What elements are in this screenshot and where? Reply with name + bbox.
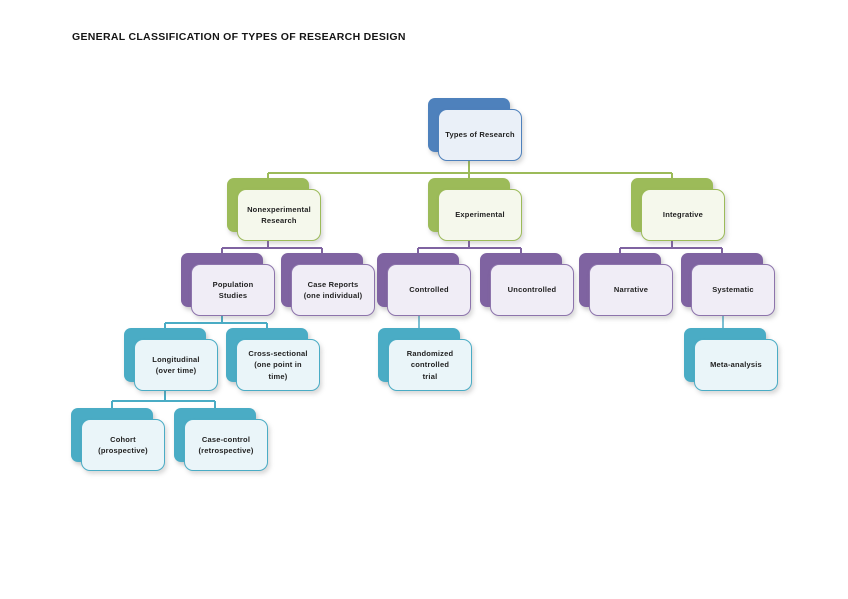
node-label: Systematic bbox=[712, 285, 754, 295]
node-card: Meta-analysis bbox=[694, 339, 778, 391]
node-label: Cohort (prospective) bbox=[98, 434, 148, 455]
node-systematic: Systematic bbox=[681, 253, 775, 317]
node-card: Case-control (retrospective) bbox=[184, 419, 268, 471]
node-label: Experimental bbox=[455, 210, 505, 220]
node-card: Cross-sectional (one point in time) bbox=[236, 339, 320, 391]
connector-experimental-children bbox=[417, 241, 522, 256]
node-card: Integrative bbox=[641, 189, 725, 241]
node-card: Nonexperimental Research bbox=[237, 189, 321, 241]
node-label: Narrative bbox=[613, 285, 649, 295]
node-label: Meta-analysis bbox=[710, 360, 762, 370]
node-label: Case Reports (one individual) bbox=[303, 279, 363, 300]
connector-population-children bbox=[164, 316, 268, 331]
node-cross-sectional: Cross-sectional (one point in time) bbox=[226, 328, 320, 392]
node-experimental: Experimental bbox=[428, 178, 522, 242]
node-case-control: Case-control (retrospective) bbox=[174, 408, 268, 472]
node-card: Population Studies bbox=[191, 264, 275, 316]
connector-integrative-children bbox=[619, 241, 723, 256]
node-card: Randomized controlled trial bbox=[388, 339, 472, 391]
node-label: Controlled bbox=[409, 285, 449, 295]
node-case-reports: Case Reports (one individual) bbox=[281, 253, 375, 317]
node-integrative: Integrative bbox=[631, 178, 725, 242]
connector-longitudinal-children bbox=[111, 391, 216, 411]
node-card: Types of Research bbox=[438, 109, 522, 161]
node-label: Integrative bbox=[662, 210, 704, 220]
node-label: Case-control (retrospective) bbox=[198, 434, 254, 455]
node-longitudinal: Longitudinal (over time) bbox=[124, 328, 218, 392]
node-card: Narrative bbox=[589, 264, 673, 316]
node-card: Experimental bbox=[438, 189, 522, 241]
node-cohort: Cohort (prospective) bbox=[71, 408, 165, 472]
node-card: Case Reports (one individual) bbox=[291, 264, 375, 316]
node-label: Longitudinal (over time) bbox=[152, 354, 200, 375]
node-uncontrolled: Uncontrolled bbox=[480, 253, 574, 317]
connector-nonexperimental-children bbox=[221, 241, 323, 256]
node-label: Population Studies bbox=[212, 279, 254, 300]
node-label: Uncontrolled bbox=[507, 285, 557, 295]
node-randomized-controlled-trial: Randomized controlled trial bbox=[378, 328, 472, 392]
node-label: Randomized controlled trial bbox=[406, 349, 454, 381]
node-label: Types of Research bbox=[445, 130, 515, 140]
node-card: Longitudinal (over time) bbox=[134, 339, 218, 391]
node-label: Cross-sectional (one point in time) bbox=[248, 349, 308, 381]
node-meta-analysis: Meta-analysis bbox=[684, 328, 778, 392]
node-nonexperimental-research: Nonexperimental Research bbox=[227, 178, 321, 242]
node-label: Nonexperimental Research bbox=[247, 204, 311, 225]
node-population-studies: Population Studies bbox=[181, 253, 275, 317]
node-card: Systematic bbox=[691, 264, 775, 316]
node-card: Controlled bbox=[387, 264, 471, 316]
node-narrative: Narrative bbox=[579, 253, 673, 317]
node-card: Cohort (prospective) bbox=[81, 419, 165, 471]
node-types-of-research: Types of Research bbox=[428, 98, 522, 162]
node-card: Uncontrolled bbox=[490, 264, 574, 316]
page-title: GENERAL CLASSIFICATION OF TYPES OF RESEA… bbox=[72, 31, 406, 43]
node-controlled: Controlled bbox=[377, 253, 471, 317]
connector-types-to-level2 bbox=[267, 161, 673, 181]
